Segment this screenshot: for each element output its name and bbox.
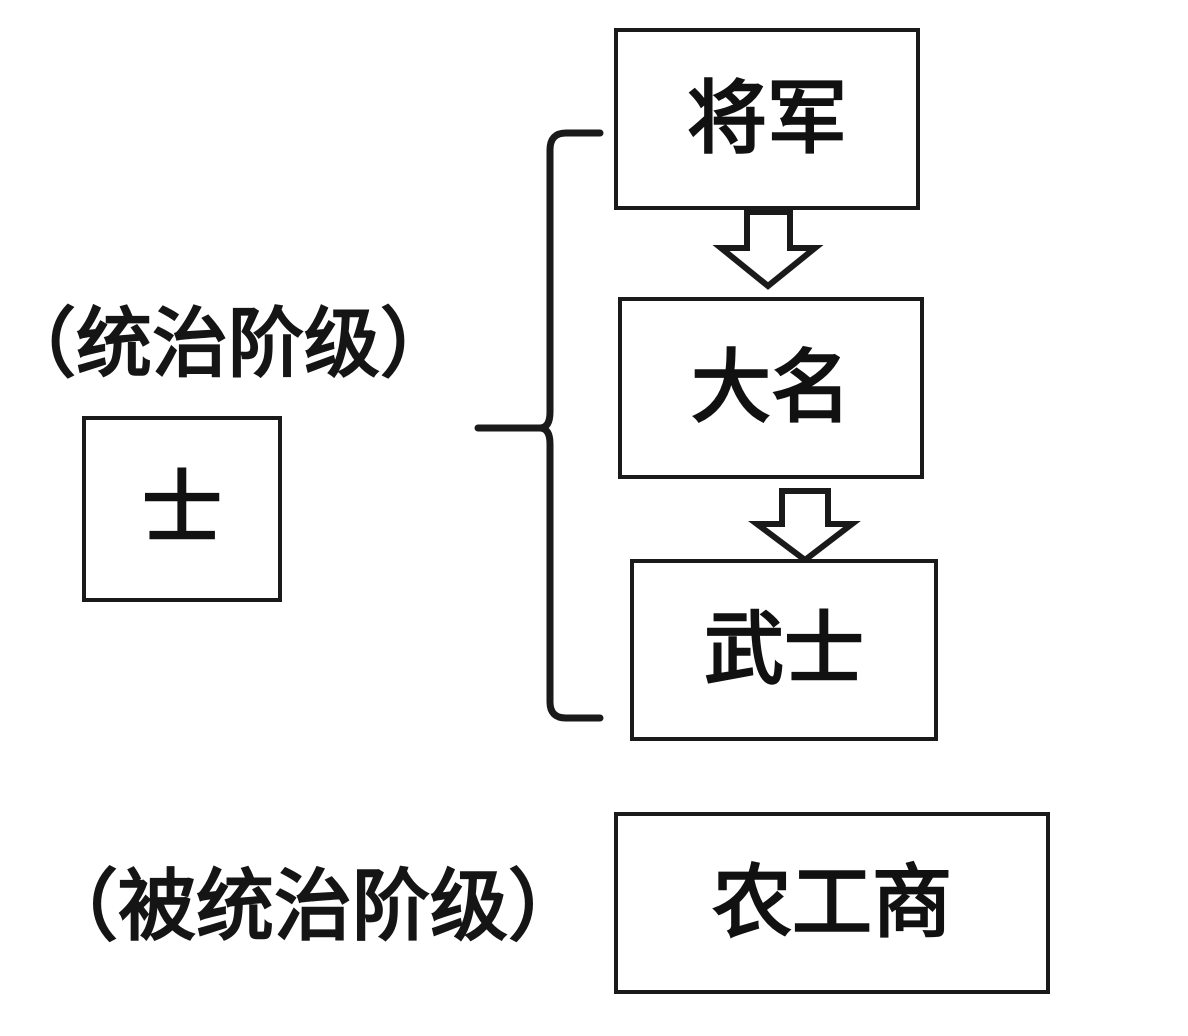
down-arrow-icon [712, 209, 824, 290]
commoners-box: 农工商 [614, 812, 1050, 994]
samurai-box: 武士 [630, 559, 938, 741]
shogun-box: 将军 [614, 28, 920, 210]
shi-label: 士 [142, 462, 222, 555]
commoners-label: 农工商 [712, 856, 952, 949]
shogun-label: 将军 [687, 72, 847, 165]
daimyo-box: 大名 [618, 297, 924, 479]
samurai-label: 武士 [704, 603, 864, 696]
ruling-class-label: （统治阶级） [0, 299, 456, 388]
curly-brace [536, 129, 604, 722]
down-arrow-icon [748, 488, 861, 564]
daimyo-label: 大名 [691, 341, 851, 434]
ruled-class-label: （被统治阶级） [40, 862, 587, 952]
shi-box: 士 [82, 416, 282, 602]
